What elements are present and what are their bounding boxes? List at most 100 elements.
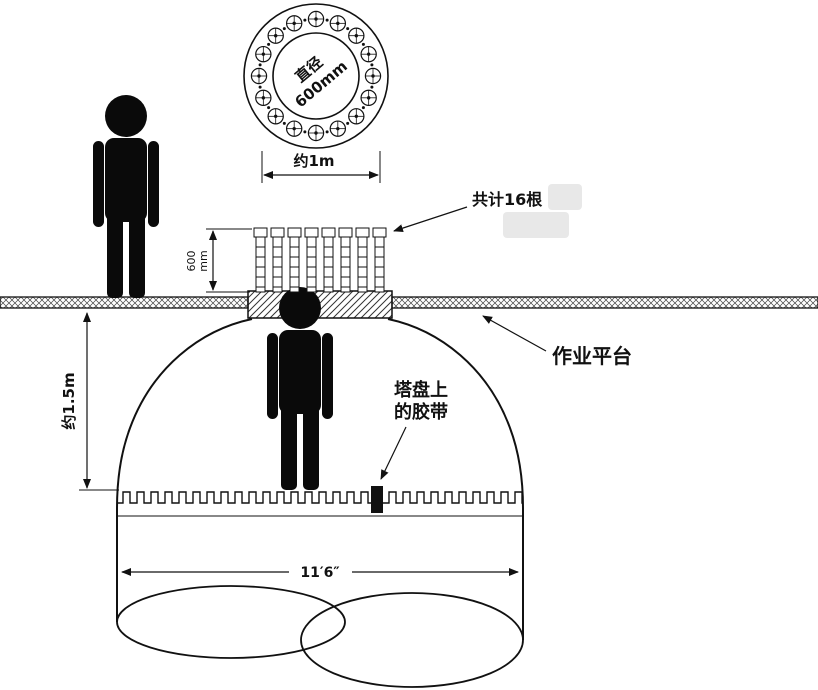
rivet-dot	[346, 27, 350, 31]
bolt	[360, 89, 377, 107]
bolt-center-dot	[273, 114, 278, 119]
bolt	[360, 45, 377, 63]
bolt-center-dot	[314, 17, 318, 21]
vessel-dome	[116, 318, 524, 688]
bottom-head-right	[300, 592, 524, 688]
stud	[355, 227, 370, 293]
stud-nut	[287, 227, 302, 238]
stud-body	[374, 236, 385, 293]
stud-body	[272, 236, 283, 293]
flange-inner-circle	[272, 32, 360, 120]
rivet-dot	[282, 121, 286, 125]
stud-body	[357, 236, 368, 293]
vessel-width-label: 11′6″	[300, 565, 339, 581]
rivet-dot	[303, 18, 307, 22]
stud-nut	[270, 227, 285, 238]
stud	[287, 227, 302, 293]
bolt-center-dot	[292, 21, 296, 26]
platform-label: 作业平台	[552, 344, 632, 368]
tape-label-line2: 的胶带	[394, 401, 448, 423]
bolt-center-dot	[366, 52, 371, 56]
stud-body	[255, 236, 266, 293]
stud-nut	[321, 227, 336, 238]
dim-vessel-width: 11′6″	[121, 565, 519, 581]
bolt	[364, 67, 382, 85]
bolt	[267, 108, 284, 125]
rivet-dot	[325, 18, 329, 22]
stud-count-label: 共计16根	[472, 190, 542, 209]
stud	[270, 227, 285, 293]
stud	[321, 227, 336, 293]
bolt	[348, 27, 365, 44]
watermark-smudge	[503, 184, 582, 238]
dim-stud-height: 600 mm	[185, 228, 252, 293]
dim-1-5m-label: 约1.5m	[60, 372, 78, 429]
bolt	[348, 108, 365, 125]
rivet-dot	[267, 106, 271, 110]
rivet-dot	[282, 27, 286, 31]
rivet-dot	[370, 63, 374, 67]
work-platform	[0, 296, 818, 309]
dim-1m-label: 约1m	[293, 152, 334, 170]
bolt	[255, 45, 272, 63]
rivet-dot	[361, 42, 365, 46]
platform-left-segment	[0, 296, 249, 309]
bolt-center-dot	[354, 33, 359, 38]
bolt-center-dot	[261, 96, 266, 100]
leader-arrow	[482, 315, 547, 352]
leader-arrow	[380, 426, 407, 480]
stud	[304, 227, 319, 293]
bolt-center-dot	[273, 33, 278, 38]
rivet-dot	[258, 63, 262, 67]
stud-height-unit: mm	[197, 250, 210, 271]
stud-count-annotation: 共计16根	[393, 190, 542, 232]
bolt-center-dot	[336, 21, 340, 26]
bolt-center-dot	[292, 126, 296, 131]
rivet-dot	[346, 121, 350, 125]
tape-on-tray	[371, 486, 383, 513]
stud-body	[323, 236, 334, 293]
platform-annotation: 作业平台	[482, 315, 632, 368]
bolt	[255, 89, 272, 107]
platform-right-segment	[391, 296, 818, 309]
bolt	[307, 124, 325, 142]
bolt-center-dot	[261, 52, 266, 56]
dim-platform-to-tray: 约1.5m	[60, 312, 119, 491]
bottom-head-left	[116, 585, 346, 659]
rivet-dot	[258, 85, 262, 89]
tray-teeth	[117, 491, 523, 504]
stud-nut	[338, 227, 353, 238]
bolt	[307, 10, 325, 28]
bolt	[329, 120, 347, 137]
stud-row	[253, 227, 387, 293]
stud-height-value: 600	[185, 251, 198, 272]
bolt	[250, 67, 268, 85]
rivet-dot	[267, 42, 271, 46]
stud-nut	[253, 227, 268, 238]
stud-nut	[304, 227, 319, 238]
bolt	[285, 120, 303, 137]
dome-left-wall	[116, 318, 253, 622]
bolt-ring	[250, 10, 382, 142]
rivet-dot	[325, 130, 329, 134]
bolt	[285, 15, 303, 32]
dome-right-wall	[387, 318, 524, 640]
bolt-center-dot	[314, 131, 318, 135]
stud-nut	[372, 227, 387, 238]
stud-nut	[355, 227, 370, 238]
bolt	[329, 15, 347, 32]
bolt	[267, 27, 284, 44]
tray	[117, 486, 523, 517]
rivet-dot	[361, 106, 365, 110]
worker-on-platform	[93, 95, 159, 298]
stud	[253, 227, 268, 293]
stud	[372, 227, 387, 293]
stud-body	[289, 236, 300, 293]
bolt-center-dot	[371, 74, 375, 78]
stud	[338, 227, 353, 293]
tape-label-line1: 塔盘上	[394, 379, 448, 401]
stud-body	[306, 236, 317, 293]
leader-arrow	[393, 206, 468, 232]
bolt-center-dot	[366, 96, 371, 100]
